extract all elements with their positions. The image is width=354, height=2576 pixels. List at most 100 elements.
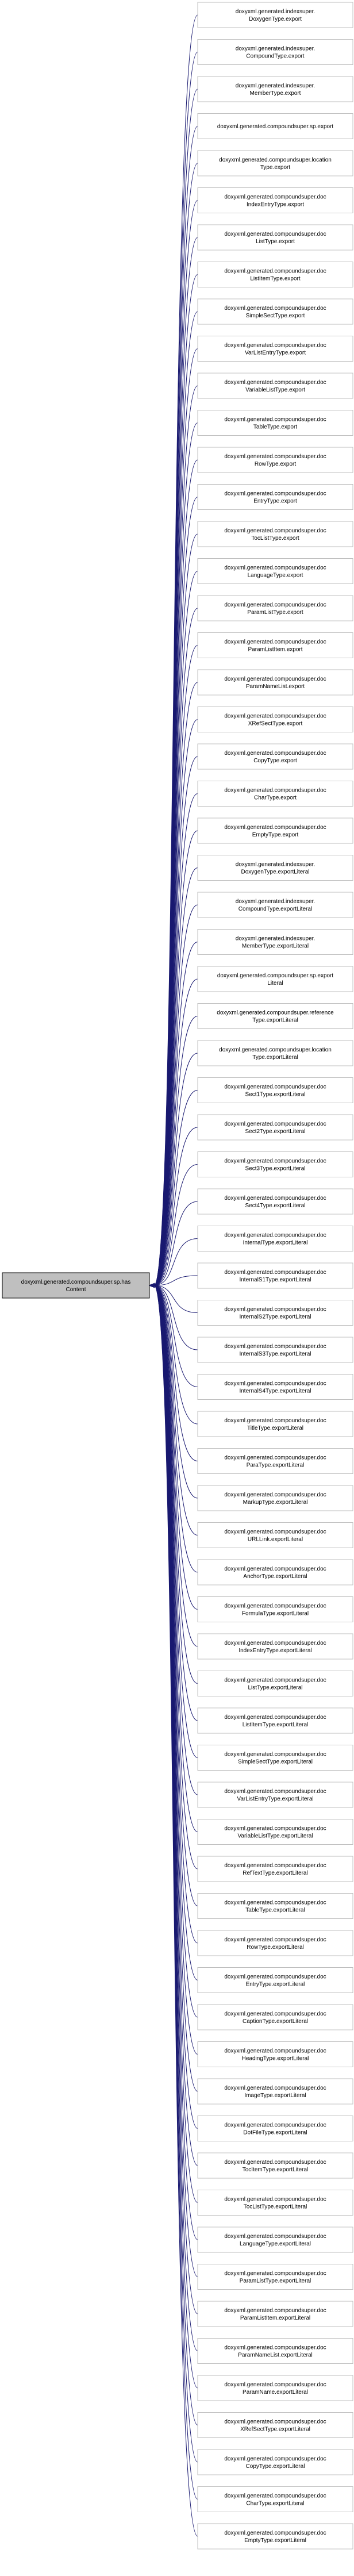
caller-node[interactable]: doxyxml.generated.compoundsuper.docParam… [197, 2301, 353, 2327]
root-node[interactable]: doxyxml.generated.compoundsuper.sp.has C… [2, 1272, 150, 1299]
caller-node-label: doxyxml.generated.compoundsuper.doc [224, 2048, 326, 2055]
caller-node-label: doxyxml.generated.compoundsuper.doc [224, 1269, 326, 1276]
caller-node[interactable]: doxyxml.generated.compoundsuper.docParam… [197, 2375, 353, 2401]
caller-node[interactable]: doxyxml.generated.compoundsuper.docEmpty… [197, 2523, 353, 2550]
caller-node[interactable]: doxyxml.generated.compoundsuper.docSect2… [197, 1114, 353, 1141]
caller-node[interactable]: doxyxml.generated.compoundsuper.docEmpty… [197, 817, 353, 844]
caller-node-label: doxyxml.generated.compoundsuper.doc [224, 2233, 326, 2240]
caller-node[interactable]: doxyxml.generated.compoundsuper.docParam… [197, 2338, 353, 2364]
caller-node-label: LanguageType.export [248, 573, 303, 579]
caller-node[interactable]: doxyxml.generated.compoundsuper.docInter… [197, 1300, 353, 1326]
caller-node[interactable]: doxyxml.generated.compoundsuper.docTitle… [197, 1411, 353, 1437]
caller-node[interactable]: doxyxml.generated.compoundsuper.docXRefS… [197, 707, 353, 732]
caller-node[interactable]: doxyxml.generated.indexsuper.MemberType.… [197, 929, 353, 955]
caller-node-label: XRefSectType.exportLiteral [240, 2427, 310, 2433]
caller-node-label: doxyxml.generated.indexsuper. [236, 83, 315, 89]
caller-node[interactable]: doxyxml.generated.compoundsuper.docIndex… [197, 187, 353, 213]
caller-node[interactable]: doxyxml.generated.compoundsuper.docRowTy… [197, 1930, 353, 1956]
caller-node-box [197, 1077, 353, 1103]
caller-node[interactable]: doxyxml.generated.indexsuper.CompoundTyp… [197, 39, 353, 65]
caller-node[interactable]: doxyxml.generated.compoundsuper.docTable… [197, 410, 353, 436]
caller-node-label: doxyxml.generated.compoundsuper.doc [224, 1603, 326, 1610]
caller-node-label: doxyxml.generated.compoundsuper.doc [224, 343, 326, 349]
caller-node[interactable]: doxyxml.generated.compoundsuper.docFormu… [197, 1596, 353, 1622]
caller-node-label: VariableListType.exportLiteral [238, 1833, 313, 1840]
caller-node-label: TocListType.export [251, 535, 299, 542]
caller-node[interactable]: doxyxml.generated.compoundsuper.docListI… [197, 1707, 353, 1734]
caller-node[interactable]: doxyxml.generated.compoundsuper.docTocLi… [197, 2190, 353, 2216]
caller-node-label: CopyType.exportLiteral [246, 2463, 305, 2470]
caller-node[interactable]: doxyxml.generated.compoundsuper.docLangu… [197, 558, 353, 584]
caller-node[interactable]: doxyxml.generated.compoundsuper.docURLLi… [197, 1522, 353, 1548]
caller-node[interactable]: doxyxml.generated.indexsuper.DoxygenType… [197, 855, 353, 881]
caller-node[interactable]: doxyxml.generated.compoundsuper.docParam… [197, 669, 353, 696]
caller-node-label: CopyType.export [253, 758, 297, 764]
caller-node[interactable]: doxyxml.generated.compoundsuper.docIndex… [197, 1633, 353, 1660]
caller-node[interactable]: doxyxml.generated.compoundsuper.docVaria… [197, 1819, 353, 1845]
caller-node[interactable]: doxyxml.generated.compoundsuper.docTable… [197, 1893, 353, 1919]
caller-node-label: InternalS4Type.exportLiteral [239, 1388, 311, 1395]
caller-node[interactable]: doxyxml.generated.compoundsuper.docMarku… [197, 1485, 353, 1511]
caller-node[interactable]: doxyxml.generated.compoundsuper.referenc… [197, 1003, 353, 1029]
caller-node[interactable]: doxyxml.generated.compoundsuper.docSimpl… [197, 298, 353, 325]
caller-node-label: doxyxml.generated.compoundsuper.doc [224, 1084, 326, 1091]
caller-node[interactable]: doxyxml.generated.compoundsuper.docHeadi… [197, 2041, 353, 2067]
caller-node-box [197, 1856, 353, 1882]
caller-node[interactable]: doxyxml.generated.compoundsuper.docInter… [197, 1262, 353, 1289]
caller-node[interactable]: doxyxml.generated.compoundsuper.docEntry… [197, 1967, 353, 1993]
caller-node[interactable]: doxyxml.generated.compoundsuper.docAncho… [197, 1559, 353, 1585]
caller-node[interactable]: doxyxml.generated.compoundsuper.docCharT… [197, 2486, 353, 2512]
caller-node[interactable]: doxyxml.generated.compoundsuper.docRefTe… [197, 1856, 353, 1882]
caller-node[interactable]: doxyxml.generated.compoundsuper.docInter… [197, 1337, 353, 1363]
caller-node[interactable]: doxyxml.generated.compoundsuper.docParam… [197, 595, 353, 621]
caller-node-label: doxyxml.generated.compoundsuper.doc [224, 1566, 326, 1572]
caller-node[interactable]: doxyxml.generated.indexsuper.DoxygenType… [197, 2, 353, 28]
caller-node[interactable]: doxyxml.generated.compoundsuper.docVarLi… [197, 1782, 353, 1808]
caller-node[interactable]: doxyxml.generated.compoundsuper.location… [197, 1040, 353, 1066]
caller-node-label: ListType.export [256, 239, 295, 245]
caller-node[interactable]: doxyxml.generated.compoundsuper.docListT… [197, 224, 353, 251]
caller-node-box [197, 1707, 353, 1734]
caller-node[interactable]: doxyxml.generated.compoundsuper.docSimpl… [197, 1745, 353, 1771]
caller-node[interactable]: doxyxml.generated.compoundsuper.location… [197, 150, 353, 176]
caller-node[interactable]: doxyxml.generated.compoundsuper.sp.expor… [197, 113, 353, 139]
caller-node-box [197, 2, 353, 28]
caller-node[interactable]: doxyxml.generated.compoundsuper.docEntry… [197, 484, 353, 510]
caller-node[interactable]: doxyxml.generated.compoundsuper.docInter… [197, 1226, 353, 1251]
caller-node[interactable]: doxyxml.generated.compoundsuper.docParam… [197, 632, 353, 658]
caller-node[interactable]: doxyxml.generated.compoundsuper.docSect3… [197, 1151, 353, 1177]
call-edge-arrowhead [148, 1283, 155, 1288]
caller-node-label: doxyxml.generated.compoundsuper.doc [224, 1640, 326, 1646]
caller-node[interactable]: doxyxml.generated.compoundsuper.docVarLi… [197, 336, 353, 362]
caller-node[interactable]: doxyxml.generated.compoundsuper.docDotFi… [197, 2116, 353, 2141]
caller-node[interactable]: doxyxml.generated.compoundsuper.sp.expor… [197, 966, 353, 992]
caller-node[interactable]: doxyxml.generated.compoundsuper.docCapti… [197, 2004, 353, 2030]
caller-node[interactable]: doxyxml.generated.indexsuper.MemberType.… [197, 76, 353, 102]
caller-node[interactable]: doxyxml.generated.compoundsuper.docCopyT… [197, 743, 353, 770]
caller-node[interactable]: doxyxml.generated.compoundsuper.docRowTy… [197, 447, 353, 473]
caller-node[interactable]: doxyxml.generated.compoundsuper.docListT… [197, 1671, 353, 1696]
caller-node-label: ParamListItem.export [248, 647, 302, 653]
caller-node[interactable]: doxyxml.generated.compoundsuper.docSect4… [197, 1188, 353, 1215]
caller-node-box [197, 1745, 353, 1771]
caller-node[interactable]: doxyxml.generated.compoundsuper.docTocLi… [197, 521, 353, 547]
caller-node[interactable]: doxyxml.generated.compoundsuper.docLangu… [197, 2226, 353, 2253]
caller-node[interactable]: doxyxml.generated.compoundsuper.docXRefS… [197, 2412, 353, 2438]
caller-node[interactable]: doxyxml.generated.indexsuper.CompoundTyp… [197, 892, 353, 918]
caller-node-label: doxyxml.generated.compoundsuper.doc [224, 1714, 326, 1721]
caller-node[interactable]: doxyxml.generated.compoundsuper.docCopyT… [197, 2449, 353, 2475]
caller-node[interactable]: doxyxml.generated.compoundsuper.docTocIt… [197, 2152, 353, 2179]
caller-node-label: doxyxml.generated.compoundsuper.doc [224, 750, 326, 757]
caller-node-label: HeadingType.exportLiteral [242, 2056, 309, 2062]
caller-node-box [197, 2078, 353, 2105]
caller-node[interactable]: doxyxml.generated.compoundsuper.docSect1… [197, 1077, 353, 1103]
caller-node-box [197, 855, 353, 881]
caller-node[interactable]: doxyxml.generated.compoundsuper.docParam… [197, 2264, 353, 2290]
caller-node[interactable]: doxyxml.generated.compoundsuper.docVaria… [197, 373, 353, 399]
caller-node[interactable]: doxyxml.generated.compoundsuper.docParaT… [197, 1448, 353, 1474]
caller-node[interactable]: doxyxml.generated.compoundsuper.docInter… [197, 1374, 353, 1400]
caller-node[interactable]: doxyxml.generated.compoundsuper.docImage… [197, 2078, 353, 2105]
caller-node[interactable]: doxyxml.generated.compoundsuper.docListI… [197, 262, 353, 287]
caller-node[interactable]: doxyxml.generated.compoundsuper.docCharT… [197, 781, 353, 807]
caller-node-label: doxyxml.generated.compoundsuper.doc [224, 1677, 326, 1684]
